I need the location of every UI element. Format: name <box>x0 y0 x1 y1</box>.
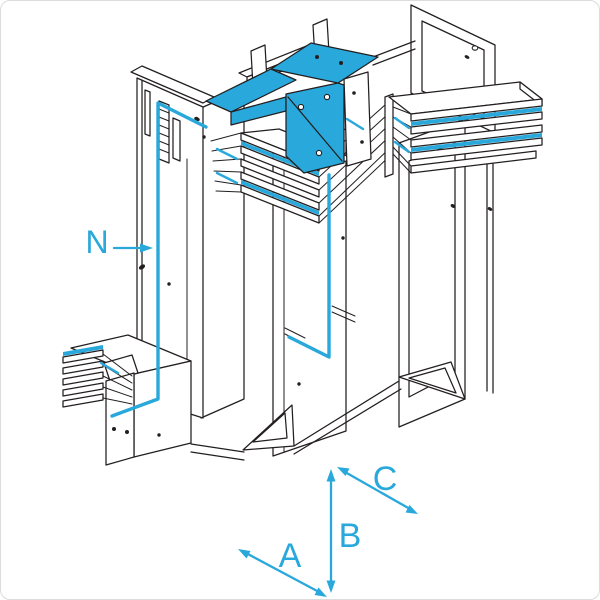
dim-b: B <box>326 469 362 593</box>
dimension-arrows: A B C <box>238 460 418 597</box>
right-frame <box>398 118 466 428</box>
bottom-left-flange <box>62 334 192 466</box>
dim-b-label: B <box>339 517 362 555</box>
neutral-conductor-path <box>110 101 331 418</box>
dim-c-label: C <box>373 460 398 498</box>
elbow-block <box>205 42 379 174</box>
rear-legs <box>486 160 494 394</box>
left-run-stack <box>210 104 394 224</box>
dim-c: C <box>337 460 418 514</box>
dim-a-label: A <box>279 537 302 575</box>
dim-a: A <box>238 537 327 597</box>
neutral-arrowhead-icon <box>140 243 153 253</box>
right-run-stack <box>384 81 543 178</box>
neutral-label: N <box>85 224 108 260</box>
neutral-label-group: N <box>85 224 153 260</box>
frame-feet <box>190 361 466 461</box>
